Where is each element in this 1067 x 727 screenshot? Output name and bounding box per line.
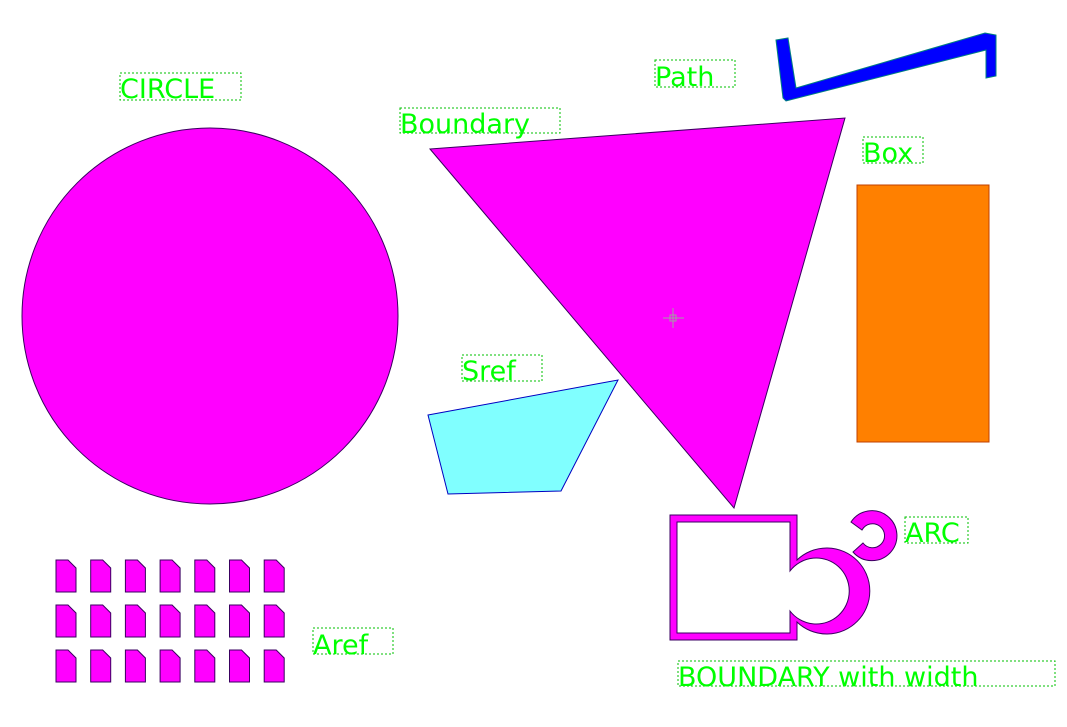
circle-shape[interactable]: [21, 127, 399, 505]
boundary-with-width-shape[interactable]: [669, 514, 871, 641]
circle-label: CIRCLE: [120, 74, 215, 105]
aref-cell[interactable]: [90, 649, 112, 683]
aref-cell[interactable]: [194, 559, 216, 593]
aref-cell[interactable]: [263, 559, 285, 593]
aref-label: Aref: [313, 630, 370, 661]
sref-shape[interactable]: [427, 379, 619, 495]
box-label: Box: [863, 138, 913, 169]
boundary-label-box: [399, 107, 561, 134]
box-shape[interactable]: [856, 184, 990, 443]
aref-cell[interactable]: [263, 604, 285, 638]
sref-label: Sref: [462, 356, 517, 387]
aref-cell[interactable]: [229, 604, 250, 638]
boundary-width-label-box: [677, 660, 1056, 687]
path-label-box: [654, 59, 736, 88]
aref-cell[interactable]: [263, 649, 285, 683]
aref-array[interactable]: [55, 559, 285, 683]
aref-cell[interactable]: [124, 604, 146, 638]
aref-cell[interactable]: [124, 559, 146, 593]
aref-cell[interactable]: [159, 604, 181, 638]
aref-cell[interactable]: [229, 649, 250, 683]
aref-cell[interactable]: [159, 559, 181, 593]
path-shape[interactable]: [775, 32, 997, 102]
sref-label-box: [461, 354, 543, 382]
aref-label-box: [312, 627, 394, 655]
circle-label-box: [119, 72, 242, 101]
path-label: Path: [655, 62, 714, 93]
aref-cell[interactable]: [55, 604, 77, 638]
aref-cell[interactable]: [159, 649, 181, 683]
boundary-width-label: BOUNDARY with width: [678, 662, 978, 693]
arc-label: ARC: [905, 518, 960, 549]
aref-cell[interactable]: [90, 604, 112, 638]
aref-cell[interactable]: [229, 559, 250, 593]
aref-cell[interactable]: [124, 649, 146, 683]
box-label-box: [862, 136, 924, 164]
aref-cell[interactable]: [194, 604, 216, 638]
aref-cell[interactable]: [194, 649, 216, 683]
crosshair-icon: [663, 308, 684, 328]
boundary-triangle-shape[interactable]: [428, 117, 846, 510]
arc-shape[interactable]: [850, 510, 898, 562]
aref-cell[interactable]: [90, 559, 112, 593]
arc-label-box: [904, 516, 969, 544]
aref-cell[interactable]: [55, 559, 77, 593]
aref-cell[interactable]: [55, 649, 77, 683]
boundary-label: Boundary: [400, 109, 530, 140]
